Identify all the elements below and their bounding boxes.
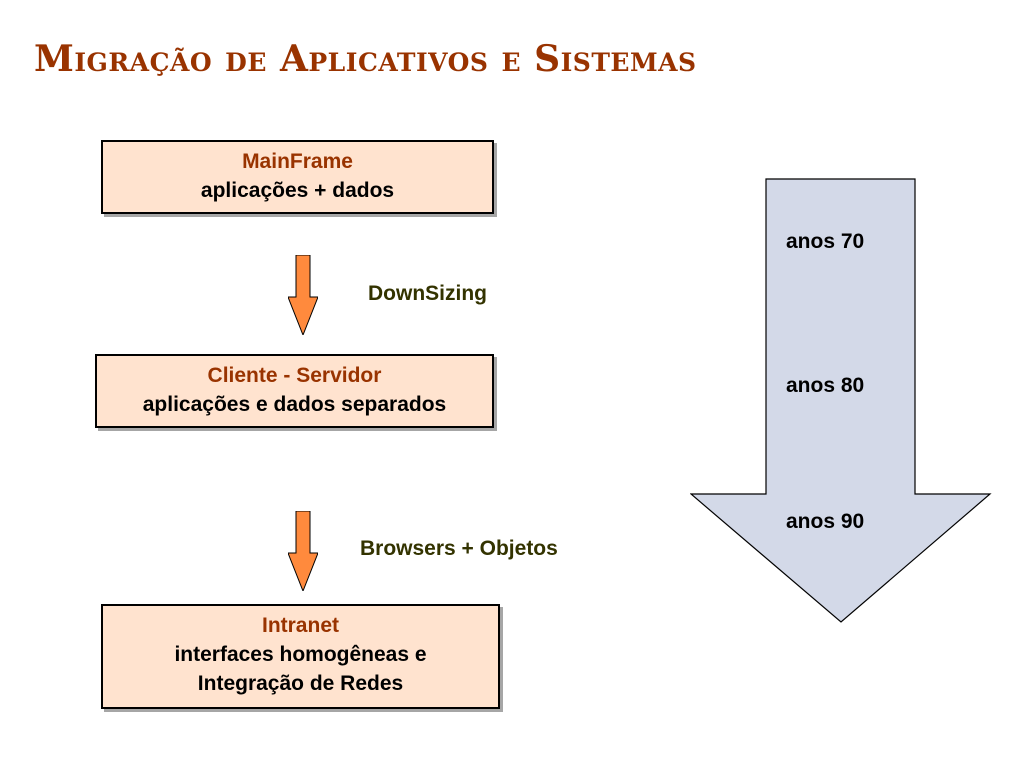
browsers-objects-label: Browsers + Objetos [360,537,558,560]
downsizing-label: DownSizing [368,282,487,305]
client-server-description: aplicações e dados separados [142,393,447,416]
down-arrow-icon [288,255,318,335]
mainframe-heading: MainFrame [242,150,353,173]
mainframe-description: aplicações + dados [200,179,395,202]
client-server-heading: Cliente - Servidor [207,364,382,387]
intranet-description-line-1: interfaces homogêneas e [174,643,427,666]
decade-label-70s: anos 70 [786,230,865,253]
client-server-box: Cliente - Servidor aplicações e dados se… [95,354,494,428]
intranet-description-line-2: Integração de Redes [197,672,404,695]
intranet-box: Intranet interfaces homogêneas e Integra… [101,604,500,709]
mainframe-box: MainFrame aplicações + dados [101,140,494,214]
timeline-arrow-icon [690,178,992,623]
intranet-heading: Intranet [261,614,339,637]
decade-label-90s: anos 90 [786,510,865,533]
down-arrow-icon [288,511,318,591]
slide-title: Migração de Aplicativos e Sistemas [34,38,697,80]
decade-label-80s: anos 80 [786,374,865,397]
